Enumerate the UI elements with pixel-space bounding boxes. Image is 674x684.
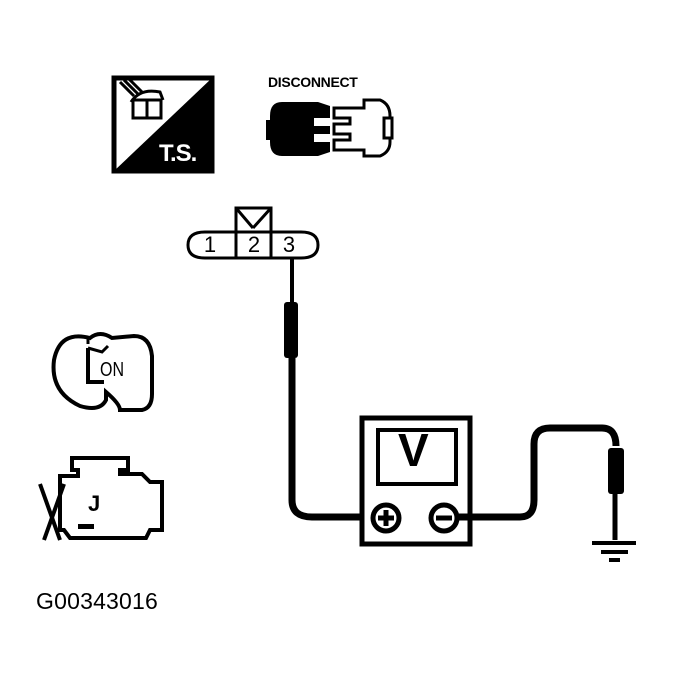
connector-pin-2: 2 <box>247 232 261 257</box>
engine-check-icon <box>38 456 164 541</box>
ground-symbol <box>592 541 636 562</box>
three-pin-connector <box>186 206 320 260</box>
ts-harness-icon <box>111 75 215 174</box>
figure-id-label: G00343016 <box>36 588 159 614</box>
connector-pin-3: 3 <box>282 232 296 257</box>
disconnect-label: DISCONNECT <box>268 74 358 90</box>
disconnect-connector-icon <box>266 98 394 158</box>
engine-glyph: J <box>88 491 101 516</box>
ts-label: T.S. <box>159 140 197 167</box>
ignition-key-on-icon <box>51 332 154 412</box>
ignition-on-label: ON <box>100 359 124 381</box>
connector-pin-1: 1 <box>203 232 217 257</box>
negative-probe-lead <box>457 424 624 540</box>
positive-probe-lead <box>284 258 372 521</box>
voltmeter-display-label: V <box>398 424 429 476</box>
